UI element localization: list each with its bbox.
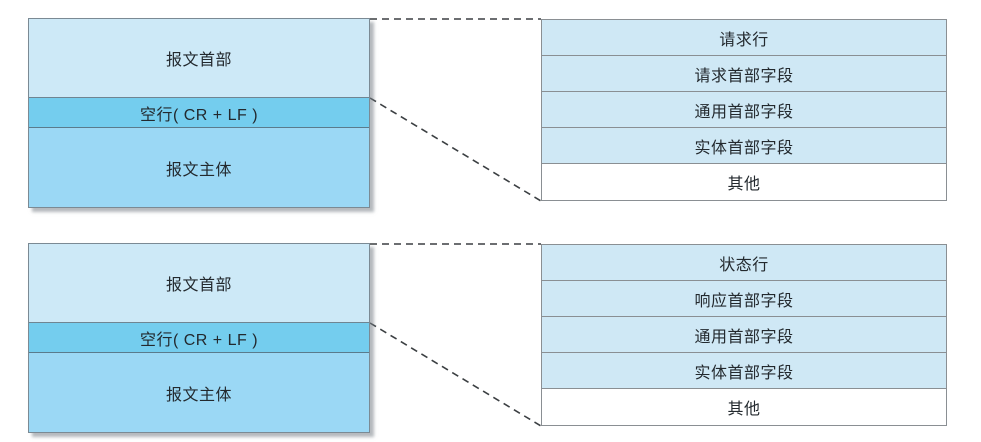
detail-table-request: 请求行 请求首部字段 通用首部字段 实体首部字段 其他	[541, 19, 947, 201]
message-band-blank-line: 空行( CR + LF )	[29, 98, 369, 128]
detail-table-response: 状态行 响应首部字段 通用首部字段 实体首部字段 其他	[541, 244, 947, 426]
detail-row: 请求行	[542, 20, 946, 56]
message-block-request: 报文首部 空行( CR + LF ) 报文主体	[28, 18, 370, 208]
message-block-response: 报文首部 空行( CR + LF ) 报文主体	[28, 243, 370, 433]
detail-row: 请求首部字段	[542, 56, 946, 92]
detail-row: 实体首部字段	[542, 128, 946, 164]
detail-row: 通用首部字段	[542, 317, 946, 353]
message-band-body: 报文主体	[29, 353, 369, 432]
message-band-header: 报文首部	[29, 19, 369, 98]
detail-row: 响应首部字段	[542, 281, 946, 317]
message-band-body: 报文主体	[29, 128, 369, 207]
detail-row: 其他	[542, 164, 946, 200]
message-band-header: 报文首部	[29, 244, 369, 323]
connector-bottom-diagonal	[369, 322, 542, 427]
detail-row: 实体首部字段	[542, 353, 946, 389]
connector-top-diagonal	[369, 97, 542, 202]
detail-row: 状态行	[542, 245, 946, 281]
detail-row: 其他	[542, 389, 946, 425]
message-band-blank-line: 空行( CR + LF )	[29, 323, 369, 353]
detail-row: 通用首部字段	[542, 92, 946, 128]
